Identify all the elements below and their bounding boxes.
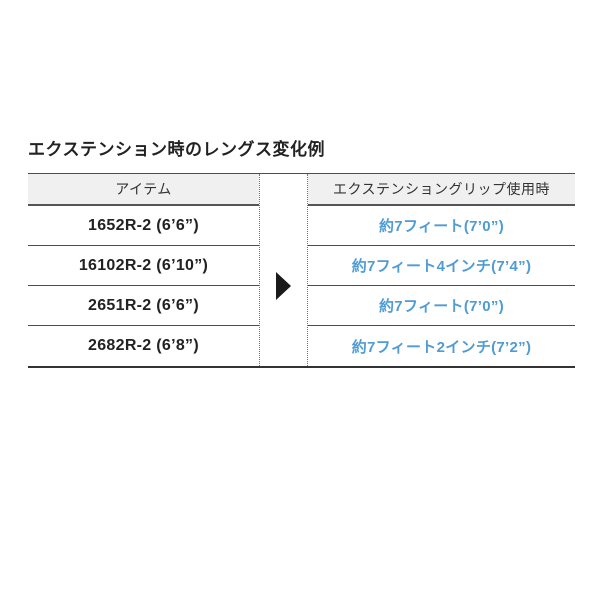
column-header-item: アイテム xyxy=(28,174,259,206)
arrow-column xyxy=(259,174,308,366)
table-cell-item: 2651R-2 (6’6”) xyxy=(28,286,259,326)
column-header-extended: エクステンショングリップ使用時 xyxy=(308,174,575,206)
table-cell-item: 2682R-2 (6’8”) xyxy=(88,337,199,354)
length-change-table: アイテム エクステンショングリップ使用時 1652R-2 (6’6”) 約7フィ… xyxy=(28,173,575,368)
table-cell-extended: 約7フィート(7’0”) xyxy=(308,206,575,246)
table-cell-extended: 約7フィート2インチ(7’2”) xyxy=(351,338,532,356)
table-cell-item: 1652R-2 (6’6”) xyxy=(28,206,259,246)
table-cell-extended: 約7フィート(7’0”) xyxy=(308,286,575,326)
table-cell-item: 16102R-2 (6’10”) xyxy=(28,246,259,286)
page-title: エクステンション時のレングス変化例 xyxy=(28,140,325,159)
table-cell-extended: 約7フィート4インチ(7’4”) xyxy=(308,246,575,286)
right-arrow-icon xyxy=(276,272,291,300)
